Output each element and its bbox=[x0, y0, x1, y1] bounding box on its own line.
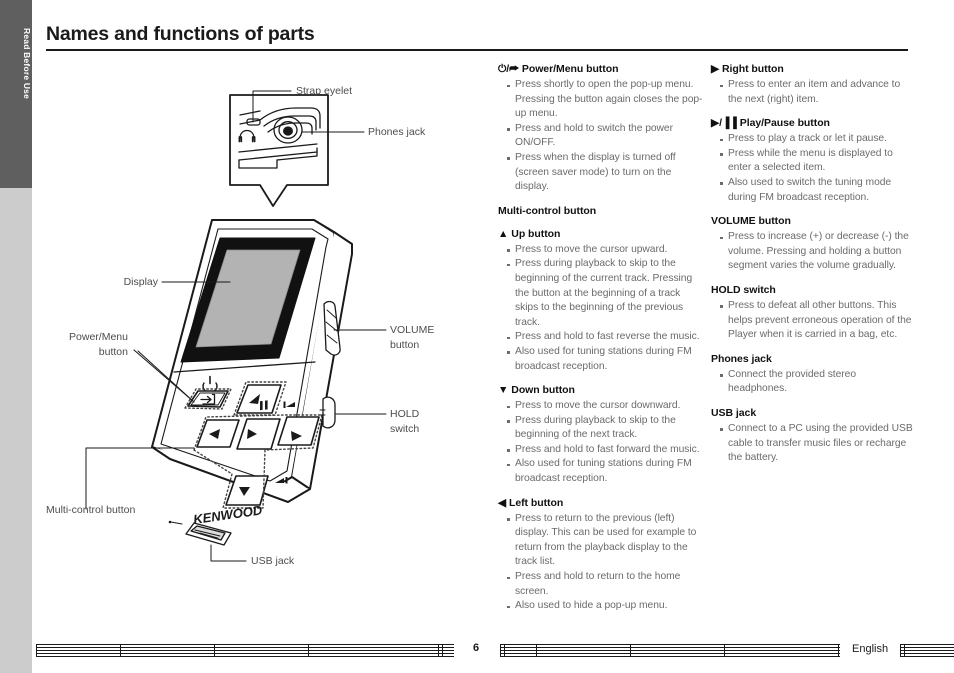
title-divider bbox=[46, 49, 908, 51]
bullet-list: Press to play a track or let it pause.Pr… bbox=[711, 132, 916, 205]
bullet-item: Press to play a track or let it pause. bbox=[720, 132, 916, 147]
language-label: English bbox=[852, 643, 889, 655]
section-heading-text: Multi-control button bbox=[498, 204, 597, 217]
button-symbol-icon: ⏻/➦ bbox=[498, 63, 519, 75]
bullet-item: Press to increase (+) or decrease (-) th… bbox=[720, 230, 916, 274]
button-symbol-icon: ▶/▐▐ bbox=[711, 117, 737, 130]
section-heading-text: Right button bbox=[721, 63, 784, 75]
bullet-list: Connect to a PC using the provided USB c… bbox=[711, 422, 916, 466]
bullet-list: Press shortly to open the pop-up menu. P… bbox=[498, 78, 703, 195]
section-heading: USB jack bbox=[711, 406, 916, 420]
section-heading: ▼ Down button bbox=[498, 383, 703, 397]
footer-rule-left bbox=[36, 640, 454, 659]
figure-label-phones-jack: Phones jack bbox=[368, 126, 426, 138]
bullet-list: Press to defeat all other buttons. This … bbox=[711, 299, 916, 343]
section-heading: VOLUME button bbox=[711, 214, 916, 228]
section-heading: Phones jack bbox=[711, 352, 916, 366]
bullet-item: Press when the display is turned off (sc… bbox=[507, 151, 703, 195]
section-heading-text: USB jack bbox=[711, 406, 757, 419]
content-section: Multi-control button bbox=[498, 204, 703, 218]
section-heading-text: VOLUME button bbox=[711, 215, 791, 228]
bullet-list: Press to return to the previous (left) d… bbox=[498, 512, 703, 614]
bullet-item: Also used to switch the tuning mode duri… bbox=[720, 176, 916, 205]
button-symbol-icon: ▶ bbox=[711, 63, 720, 75]
section-heading-text: Power/Menu button bbox=[521, 63, 619, 75]
footer-rule-right bbox=[500, 640, 840, 659]
device-diagram: KENWOOD bbox=[34, 72, 484, 592]
section-heading-text: Up button bbox=[511, 227, 561, 240]
bullet-item: Press and hold to fast reverse the music… bbox=[507, 330, 703, 345]
bullet-item: Also used for tuning stations during FM … bbox=[507, 457, 703, 486]
figure-label-power-menu-button-line2: button bbox=[98, 346, 128, 358]
bullet-item: Press during playback to skip to the beg… bbox=[507, 414, 703, 443]
brand-text: KENWOOD bbox=[192, 502, 263, 527]
sidebar-tab-label: Read Before Use bbox=[22, 28, 32, 100]
button-symbol-icon: ▼ bbox=[498, 384, 509, 397]
bullet-item: Also used to hide a pop-up menu. bbox=[507, 599, 703, 614]
section-heading-text: HOLD switch bbox=[711, 283, 776, 296]
figure-label-power-menu-button-line1: Power/Menu bbox=[69, 331, 128, 343]
figure-label-volume-button-line1: VOLUME bbox=[390, 324, 435, 336]
figure-label-display: Display bbox=[123, 276, 158, 288]
figure-label-usb-jack: USB jack bbox=[251, 555, 295, 567]
bullet-list: Press to increase (+) or decrease (-) th… bbox=[711, 230, 916, 274]
section-heading: ▶ Right button bbox=[711, 62, 916, 76]
device-illustration: KENWOOD bbox=[85, 90, 387, 562]
button-symbol-icon: ◀ bbox=[498, 496, 507, 509]
section-heading: Multi-control button bbox=[498, 204, 703, 218]
button-symbol-icon: ▲ bbox=[498, 227, 509, 240]
bullet-item: Connect to a PC using the provided USB c… bbox=[720, 422, 916, 466]
figure-label-hold-switch-line2: switch bbox=[390, 423, 420, 435]
bullet-list: Press to enter an item and advance to th… bbox=[711, 78, 916, 107]
page-title: Names and functions of parts bbox=[46, 23, 315, 45]
bullet-item: Connect the provided stereo headphones. bbox=[720, 368, 916, 397]
section-heading-text: Play/Pause button bbox=[739, 117, 830, 130]
section-heading-text: Phones jack bbox=[711, 352, 772, 365]
page-number: 6 bbox=[472, 642, 480, 654]
sidebar-tab-dark bbox=[0, 0, 32, 188]
section-heading-text: Down button bbox=[511, 384, 575, 397]
bullet-item: Press during playback to skip to the beg… bbox=[507, 257, 703, 330]
section-heading: ◀ Left button bbox=[498, 496, 703, 510]
bullet-list: Press to move the cursor downward.Press … bbox=[498, 399, 703, 487]
bullet-item: Press shortly to open the pop-up menu. P… bbox=[507, 78, 703, 122]
footer-rule-far-right bbox=[900, 640, 954, 659]
bullet-item: Press to move the cursor upward. bbox=[507, 243, 703, 258]
section-heading: ▲ Up button bbox=[498, 227, 703, 241]
bullet-item: Also used for tuning stations during FM … bbox=[507, 345, 703, 374]
bullet-item: Press while the menu is displayed to ent… bbox=[720, 147, 916, 176]
figure-label-hold-switch-line1: HOLD bbox=[390, 408, 420, 420]
bullet-item: Press to return to the previous (left) d… bbox=[507, 512, 703, 570]
bullet-item: Press and hold to fast forward the music… bbox=[507, 443, 703, 458]
bullet-list: Press to move the cursor upward.Press du… bbox=[498, 243, 703, 374]
figure-label-volume-button-line2: button bbox=[390, 339, 420, 351]
section-heading: ▶/▐▐ Play/Pause button bbox=[711, 116, 916, 130]
bullet-item: Press to enter an item and advance to th… bbox=[720, 78, 916, 107]
figure-label-strap-eyelet: Strap eyelet bbox=[296, 85, 353, 97]
page-footer: 6 English bbox=[0, 640, 954, 664]
sidebar-tab-light bbox=[0, 188, 32, 673]
figure-label-multi-control-button: Multi-control button bbox=[46, 504, 136, 516]
bullet-item: Press to defeat all other buttons. This … bbox=[720, 299, 916, 343]
bullet-item: Press and hold to return to the home scr… bbox=[507, 570, 703, 599]
bullet-item: Press and hold to switch the power ON/OF… bbox=[507, 122, 703, 151]
bullet-list: Connect the provided stereo headphones. bbox=[711, 368, 916, 397]
bullet-item: Press to move the cursor downward. bbox=[507, 399, 703, 414]
section-heading-text: Left button bbox=[508, 496, 564, 509]
section-heading: HOLD switch bbox=[711, 283, 916, 297]
section-heading: ⏻/➦ Power/Menu button bbox=[498, 62, 703, 76]
